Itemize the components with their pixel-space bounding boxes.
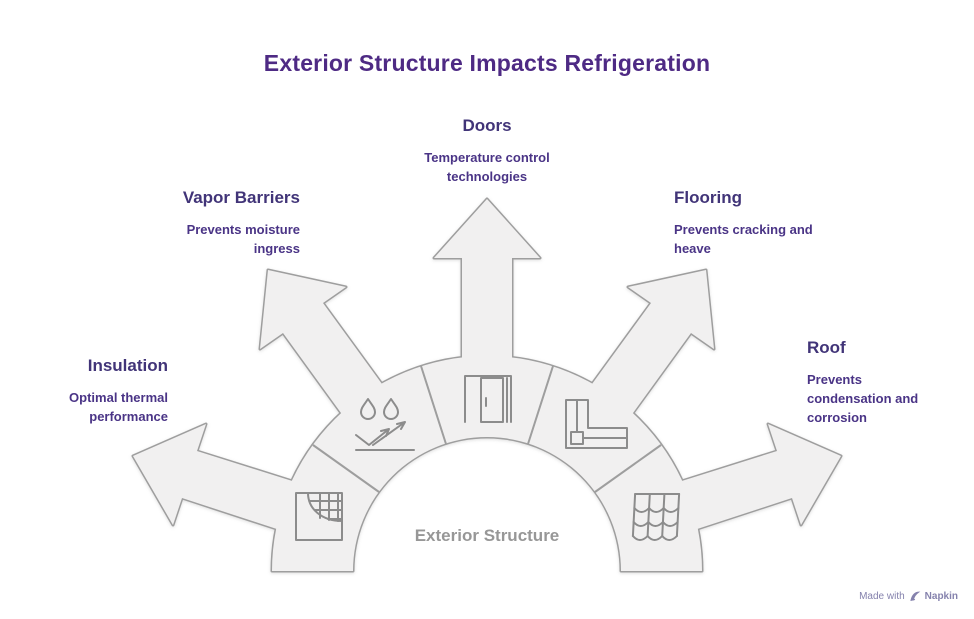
watermark-prefix: Made with <box>859 590 905 602</box>
node-description: Temperature control technologies <box>424 150 550 185</box>
watermark-made-with-napkin[interactable]: Made with Napkin <box>859 590 958 602</box>
node-label: Insulation <box>87 356 168 375</box>
node-vapor-barriers: Vapor Barriers Prevents moisture ingress <box>160 188 300 259</box>
node-description: Prevents cracking and heave <box>674 222 813 257</box>
node-insulation: Insulation Optimal thermal performance <box>43 356 168 427</box>
insulated-wall-icon <box>295 492 343 541</box>
node-description: Prevents moisture ingress <box>186 222 300 257</box>
moisture-bounce-icon <box>355 398 415 451</box>
node-roof: Roof Prevents condensation and corrosion <box>807 338 939 428</box>
fan-fill-layer <box>133 199 841 571</box>
segment-dividers <box>312 365 662 493</box>
floor-profile-icon <box>565 399 628 449</box>
watermark-brand: Napkin <box>924 590 958 602</box>
sliding-door-icon <box>464 375 512 423</box>
napkin-logo-icon <box>910 591 920 601</box>
node-label: Doors <box>462 116 512 135</box>
node-doors: Doors Temperature control technologies <box>387 116 587 187</box>
node-label: Vapor Barriers <box>182 188 300 207</box>
page-title: Exterior Structure Impacts Refrigeration <box>263 50 711 76</box>
node-description: Prevents condensation and corrosion <box>807 372 919 426</box>
node-description: Optimal thermal performance <box>69 390 168 425</box>
node-label: Flooring <box>674 188 742 207</box>
node-label: Roof <box>807 338 846 357</box>
node-flooring: Flooring Prevents cracking and heave <box>674 188 814 259</box>
roof-tiles-icon <box>631 493 681 541</box>
center-label: Exterior Structure <box>414 526 560 545</box>
